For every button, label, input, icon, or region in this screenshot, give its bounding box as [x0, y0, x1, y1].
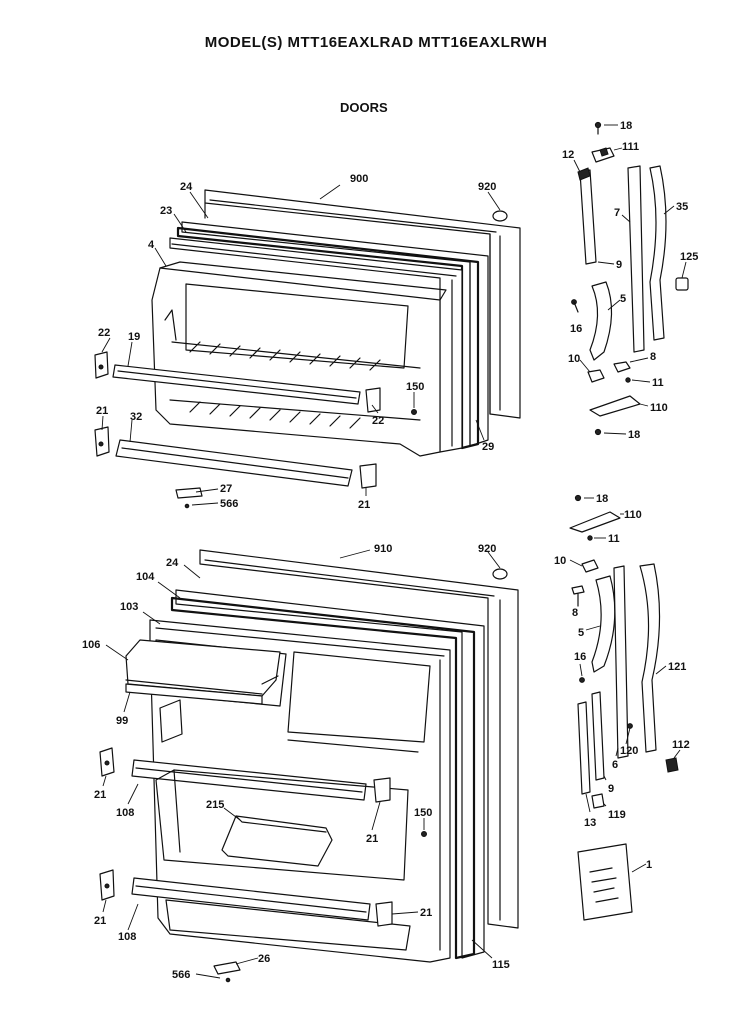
page-title: MODEL(S) MTT16EAXLRAD MTT16EAXLRWH — [204, 34, 548, 51]
part-label: 18 — [596, 493, 608, 505]
part-number-labels: 900 920 24 23 4 22 19 21 32 150 22 29 27… — [82, 120, 698, 981]
part-label: 108 — [116, 807, 134, 819]
part-label: 22 — [372, 415, 384, 427]
part-label: 11 — [608, 533, 620, 545]
part-label: 18 — [628, 429, 640, 441]
fresh-food-lower-compartment — [155, 769, 411, 951]
part-label: 900 — [350, 173, 368, 185]
part-label: 19 — [128, 331, 140, 343]
part-label: 99 — [116, 715, 128, 727]
part-label: 566 — [220, 498, 238, 510]
part-label: 110 — [624, 509, 642, 521]
part-label: 9 — [608, 783, 614, 795]
part-label: 119 — [608, 809, 626, 821]
part-label: 10 — [568, 353, 580, 365]
owners-manual-1 — [577, 843, 647, 921]
fresh-food-shelf-clips — [99, 747, 393, 927]
part-label: 566 — [172, 969, 190, 981]
dairy-door-106 — [125, 639, 281, 705]
part-label: 106 — [82, 639, 100, 651]
part-label: 920 — [478, 543, 496, 555]
freezer-shelf-clips — [94, 351, 381, 489]
part-label: 18 — [620, 120, 632, 132]
fresh-food-hinge-parts — [569, 494, 681, 921]
part-label: 21 — [94, 789, 106, 801]
part-label: 5 — [620, 293, 626, 305]
part-label: 16 — [574, 651, 586, 663]
part-label: 11 — [652, 377, 664, 389]
freezer-plug-920 — [492, 210, 508, 222]
part-label: 6 — [612, 759, 618, 771]
part-label: 29 — [482, 441, 494, 453]
freezer-shelf-bar-19 — [112, 364, 361, 405]
part-label: 150 — [414, 807, 432, 819]
part-label: 27 — [220, 483, 232, 495]
fresh-food-gasket — [170, 589, 485, 960]
part-label: 215 — [206, 799, 224, 811]
part-label: 35 — [676, 201, 688, 213]
part-label: 111 — [622, 141, 639, 153]
part-label: 22 — [98, 327, 110, 339]
part-label: 920 — [478, 181, 496, 193]
part-label: 10 — [554, 555, 566, 567]
part-label: 103 — [120, 601, 138, 613]
fresh-food-plug-920 — [492, 568, 508, 580]
freezer-small-hardware — [175, 409, 417, 509]
part-label: 1 — [646, 859, 652, 871]
part-label: 108 — [118, 931, 136, 943]
part-label: 110 — [650, 402, 668, 414]
part-label: 8 — [572, 607, 578, 619]
freezer-door-assembly — [94, 184, 521, 509]
part-label: 910 — [374, 543, 392, 555]
freezer-outer-door-panel — [204, 189, 521, 419]
part-label: 4 — [148, 239, 155, 251]
part-label: 21 — [420, 907, 432, 919]
part-label: 26 — [258, 953, 270, 965]
part-label: 21 — [366, 833, 378, 845]
fresh-food-shelf-bar-lower — [131, 877, 371, 921]
freezer-inner-liner-body — [151, 261, 447, 457]
part-label: 115 — [492, 959, 510, 971]
part-label: 24 — [166, 557, 179, 569]
fresh-food-small-hardware — [213, 831, 427, 983]
fresh-food-door-assembly — [99, 549, 519, 983]
part-label: 104 — [136, 571, 155, 583]
freezer-leader-lines — [101, 184, 501, 506]
part-label: 7 — [614, 207, 620, 219]
part-label: 125 — [680, 251, 698, 263]
part-label: 21 — [358, 499, 370, 511]
part-label: 23 — [160, 205, 172, 217]
part-label: 5 — [578, 627, 584, 639]
part-label: 120 — [620, 745, 638, 757]
part-label: 32 — [130, 411, 142, 423]
part-label: 21 — [94, 915, 106, 927]
freezer-shelf-bar-32 — [115, 439, 353, 487]
part-label: 16 — [570, 323, 582, 335]
fresh-food-outer-door-panel — [199, 549, 519, 929]
door-bin-215 — [221, 815, 333, 867]
section-title: DOORS — [340, 100, 388, 115]
fresh-food-leader-lines — [102, 549, 501, 979]
part-label: 24 — [180, 181, 193, 193]
part-label: 9 — [616, 259, 622, 271]
part-label: 121 — [668, 661, 686, 673]
part-label: 112 — [672, 739, 690, 751]
freezer-hinge-parts — [571, 121, 689, 436]
part-label: 8 — [650, 351, 656, 363]
part-label: 150 — [406, 381, 424, 393]
part-label: 21 — [96, 405, 108, 417]
part-label: 12 — [562, 149, 574, 161]
part-label: 13 — [584, 817, 596, 829]
